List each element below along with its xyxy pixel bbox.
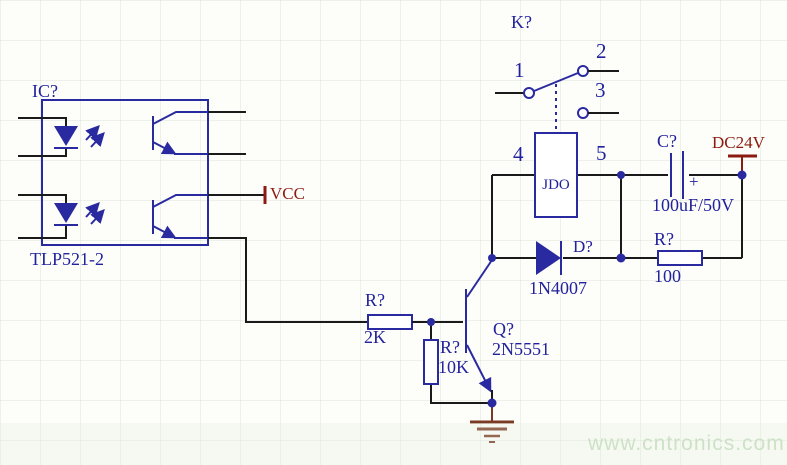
optocoupler-input-pins [18, 117, 42, 239]
relay-coil-body [534, 132, 578, 218]
vcc-power-symbol [208, 186, 267, 204]
transistor-part-label: 2N5551 [492, 339, 550, 359]
transistor-emitter [466, 344, 492, 393]
resistor-10k-symbol [423, 322, 490, 404]
relay-coil-symbol [492, 84, 619, 218]
diode-ref-label: D? [573, 237, 593, 256]
ic-ref-label: IC? [32, 81, 58, 101]
phototransistor-channel1-icon [152, 111, 208, 155]
resistor-10k-ref-label: R? [440, 337, 460, 357]
switch-arm [533, 72, 579, 92]
relay-pin5-label: 5 [596, 141, 607, 165]
junction-dots [427, 170, 747, 408]
transistor-collector [466, 259, 493, 298]
switch-terminal3-contact [577, 107, 589, 119]
switch-ref-label: K? [511, 12, 532, 32]
diode-part-label: 1N4007 [529, 278, 587, 298]
phototransistor-channel2-icon [152, 194, 208, 239]
switch-terminal3-label: 3 [595, 78, 606, 102]
watermark-text: www.cntronics.com [588, 432, 785, 455]
diode-triangle [536, 241, 561, 275]
optocoupler-output-stubs [208, 111, 246, 155]
relay-pin4-label: 4 [513, 142, 524, 166]
resistor-2k-ref-label: R? [365, 290, 385, 310]
optocoupler-body [41, 99, 209, 246]
resistor-100-value-label: 100 [654, 266, 681, 286]
ic-part-label: TLP521-2 [30, 249, 104, 269]
relay-name-label: JDO [542, 177, 570, 193]
resistor-10k-value-label: 10K [438, 357, 469, 377]
switch-terminal2-contact [577, 65, 589, 77]
optocoupler-symbol [18, 99, 246, 246]
transistor-ref-label: Q? [493, 319, 514, 339]
capacitor-ref-label: C? [657, 131, 677, 151]
capacitor-value-label: 100uF/50V [652, 195, 735, 215]
resistor-2k-value-label: 2K [364, 327, 386, 347]
switch-symbol [495, 65, 619, 119]
resistor-100-ref-label: R? [654, 229, 674, 249]
capacitor-plus-label: + [689, 172, 699, 191]
capacitor-symbol [621, 151, 741, 199]
resistor-2k-symbol [367, 314, 463, 330]
transistor-symbol [465, 259, 493, 403]
led-channel2-icon [42, 194, 105, 239]
wire-opto-to-r2k [208, 237, 368, 323]
switch-terminal2-label: 2 [596, 39, 607, 63]
switch-terminal1-contact [523, 87, 535, 99]
ground-symbol [470, 403, 514, 443]
switch-terminal1-label: 1 [514, 58, 525, 82]
vcc-label: VCC [270, 184, 305, 203]
diode-symbol [492, 241, 620, 275]
resistor-100-symbol [621, 250, 742, 266]
dc24v-label: DC24V [712, 133, 765, 152]
led-channel1-icon [42, 117, 105, 157]
